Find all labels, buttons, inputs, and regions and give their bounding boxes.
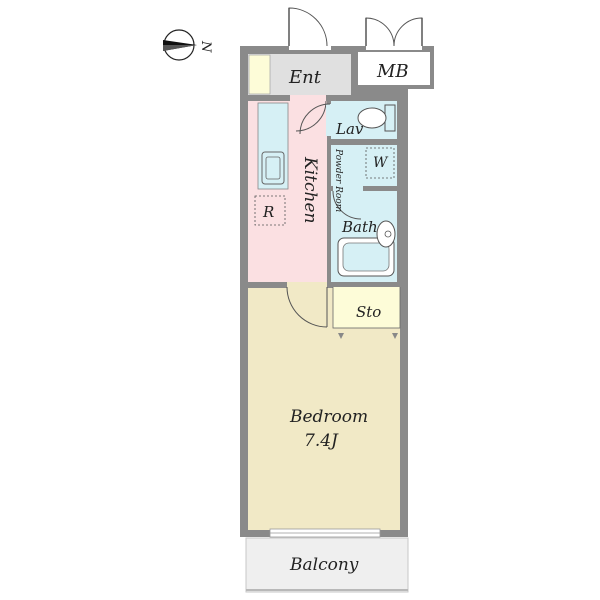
meter-box-label: MB: [376, 61, 409, 82]
compass-north-label: N: [198, 40, 213, 53]
kitchen-label: Kitchen: [300, 156, 320, 223]
bath-door: [332, 186, 363, 220]
washbasin-icon: [376, 220, 396, 248]
storage-label: Sto: [356, 303, 381, 321]
lavatory-door: [299, 103, 332, 136]
kitchen-door: [290, 95, 327, 132]
refrigerator-space: [254, 195, 286, 226]
sink-icon: [261, 151, 285, 185]
balcony-label: Balcony: [289, 555, 359, 575]
bedroom-size-label: 7.4J: [304, 431, 339, 451]
refrigerator-label: R: [262, 203, 274, 221]
meter-box-doors: [365, 17, 423, 50]
washer-label: W: [373, 155, 389, 171]
compass: N: [163, 29, 213, 61]
bath-label: Bath: [341, 218, 378, 236]
balcony-floor: [245, 537, 409, 593]
wall-kitchen-wet: [327, 95, 331, 285]
bedroom-label: Bedroom: [289, 407, 368, 427]
toilet-icon: [357, 104, 396, 132]
sink-basin: [265, 156, 281, 180]
entrance-door: [288, 7, 331, 50]
wall-powder-bath: [330, 186, 400, 191]
bedroom-storage-notch: [332, 283, 401, 329]
entrance-label: Ent: [288, 67, 322, 88]
powder-room-label: Powder Room: [333, 148, 343, 212]
washer-space: [365, 147, 395, 179]
bathtub-icon: [337, 237, 395, 277]
bedroom-door: [286, 282, 328, 328]
bedroom-window: [269, 528, 381, 538]
lavatory-label: Lav: [335, 120, 364, 138]
entrance-storage-floor: [248, 54, 271, 95]
wall-lav-powder: [330, 139, 400, 144]
meter-box-floor: [358, 52, 430, 85]
compass-arrow-half-icon: [163, 45, 197, 51]
wall-right-upper: [397, 89, 408, 287]
storage-door-markers: [338, 333, 398, 339]
